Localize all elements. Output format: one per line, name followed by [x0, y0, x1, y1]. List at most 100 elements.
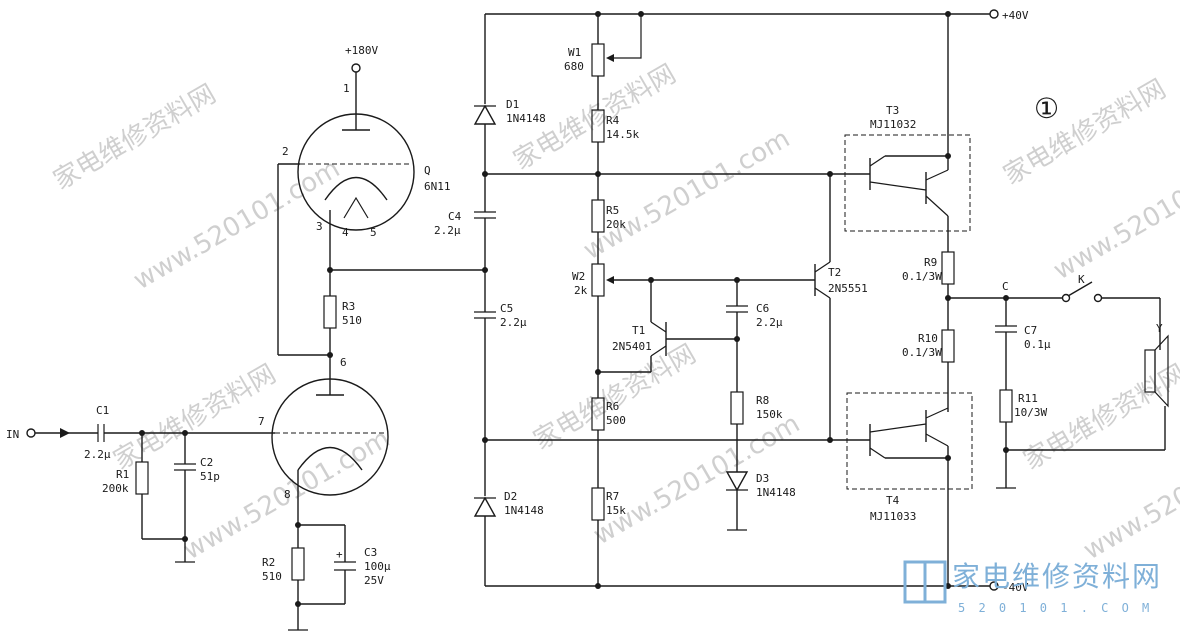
t2-ref: T2: [828, 266, 841, 279]
watermark-cn: 家电维修资料网: [49, 79, 222, 196]
logo-text: 家电维修资料网: [952, 560, 1162, 593]
t1-ref: T1: [632, 324, 645, 337]
watermark-cn: 家电维修资料网: [109, 359, 282, 476]
r9-ref: R9: [924, 256, 937, 269]
t4-darlington: T4 MJ11033: [830, 392, 973, 523]
output-node: R9 0.1/3W C R10 0.1/3W: [902, 251, 1062, 412]
input-label: IN: [6, 428, 19, 441]
watermark-url: www.520101.com: [1049, 144, 1180, 286]
watermark-url: www.520101.com: [579, 124, 796, 266]
r8-value: 150k: [756, 408, 783, 421]
cathode-network: R2 510 + C3 100µ 25V: [262, 522, 391, 631]
tube-q-upper: +180V 1 2 3 4 5 Q 6N11: [277, 44, 451, 356]
t1-transistor: T1 2N5401: [598, 280, 740, 373]
pin5-label: 5: [370, 226, 377, 239]
speaker-y: Y: [1144, 322, 1169, 450]
pin4-label: 4: [342, 226, 349, 239]
switch-k: K: [1061, 273, 1161, 350]
c3-ref: C3: [364, 546, 377, 559]
r1-value: 200k: [102, 482, 129, 495]
r10-value: 0.1/3W: [902, 346, 942, 359]
t3-ref: T3: [886, 104, 899, 117]
c3-rating: 25V: [364, 574, 384, 587]
r9-value: 0.1/3W: [902, 270, 942, 283]
r2-value: 510: [262, 570, 282, 583]
pin7-label: 7: [258, 415, 265, 428]
w1-ref: W1: [568, 46, 581, 59]
w2-value: 2k: [574, 284, 588, 297]
tube-q-lower: 7 8: [258, 378, 389, 525]
c7-value: 0.1µ: [1024, 338, 1051, 351]
r11-ref: R11: [1018, 392, 1038, 405]
r4-ref: R4: [606, 114, 620, 127]
supply-rails: +40V -40V: [485, 9, 1029, 594]
watermark-url: www.520101.com: [129, 154, 346, 296]
r11-value: 10/3W: [1014, 406, 1047, 419]
c3-polarity: +: [336, 548, 343, 561]
r2-ref: R2: [262, 556, 275, 569]
r4-value: 14.5k: [606, 128, 639, 141]
y-ref: Y: [1156, 322, 1163, 335]
c7-ref: C7: [1024, 324, 1037, 337]
logo-url: 5 2 0 1 0 1 . C O M: [958, 601, 1152, 615]
r6-ref: R6: [606, 400, 619, 413]
r3-ref: R3: [342, 300, 355, 313]
t1-type: 2N5401: [612, 340, 652, 353]
c4-ref: C4: [448, 210, 462, 223]
r3-cathode-link: R3 510 6: [323, 267, 485, 380]
d1-ref: D1: [506, 98, 519, 111]
c4-value: 2.2µ: [434, 224, 461, 237]
t2-type: 2N5551: [828, 282, 868, 295]
pos-supply-label: +40V: [1002, 9, 1029, 22]
d1-type: 1N4148: [506, 112, 546, 125]
c5-value: 2.2µ: [500, 316, 527, 329]
pin2-label: 2: [282, 145, 289, 158]
r5-ref: R5: [606, 204, 619, 217]
r10-ref: R10: [918, 332, 938, 345]
c6-r8-d3-column: C6 2.2µ R8 150k D3 1N4148: [725, 280, 796, 531]
bias-column: D1 1N4148 C4 2.2µ C5 2.2µ D2 1N4148: [434, 14, 830, 586]
node-c-label: C: [1002, 280, 1009, 293]
pin1-label: 1: [343, 82, 350, 95]
zobel-network: C7 0.1µ R11 10/3W: [995, 298, 1165, 489]
input-stage: IN C1 2.2µ R1 200k C2 51p: [6, 404, 275, 563]
c5-ref: C5: [500, 302, 513, 315]
c3-value: 100µ: [364, 560, 391, 573]
t3-darlington: T3 MJ11032: [830, 104, 971, 232]
t4-type: MJ11033: [870, 510, 916, 523]
c2-value: 51p: [200, 470, 220, 483]
pin3-label: 3: [316, 220, 323, 233]
pin6-label: 6: [340, 356, 347, 369]
tube-type: 6N11: [424, 180, 451, 193]
c6-value: 2.2µ: [756, 316, 783, 329]
c2-ref: C2: [200, 456, 213, 469]
c1-value: 2.2µ: [84, 448, 111, 461]
r3-value: 510: [342, 314, 362, 327]
figure-number: ①: [1034, 92, 1059, 125]
w2-ref: W2: [572, 270, 585, 283]
c1-ref: C1: [96, 404, 109, 417]
r5-value: 20k: [606, 218, 626, 231]
c6-ref: C6: [756, 302, 769, 315]
r6-value: 500: [606, 414, 626, 427]
w1-value: 680: [564, 60, 584, 73]
r7-value: 15k: [606, 504, 626, 517]
d3-ref: D3: [756, 472, 769, 485]
k-ref: K: [1078, 273, 1085, 286]
t4-ref: T4: [886, 494, 900, 507]
t3-type: MJ11032: [870, 118, 916, 131]
watermark-url: www.520101.com: [589, 409, 806, 551]
watermark-cn: 家电维修资料网: [529, 339, 702, 456]
r8-ref: R8: [756, 394, 769, 407]
site-logo: 家电维修资料网 5 2 0 1 0 1 . C O M: [903, 560, 1162, 615]
t2-transistor: T2 2N5551: [814, 171, 868, 443]
watermark-cn: 家电维修资料网: [999, 74, 1172, 191]
neg-supply-label: -40V: [1002, 581, 1029, 594]
bias-ladder: W1 680 R4 14.5k R5 20k W2 2k R6 500 R7 1…: [564, 14, 815, 586]
d3-type: 1N4148: [756, 486, 796, 499]
d2-type: 1N4148: [504, 504, 544, 517]
hv-supply-label: +180V: [345, 44, 378, 57]
pin8-label: 8: [284, 488, 291, 501]
r7-ref: R7: [606, 490, 619, 503]
